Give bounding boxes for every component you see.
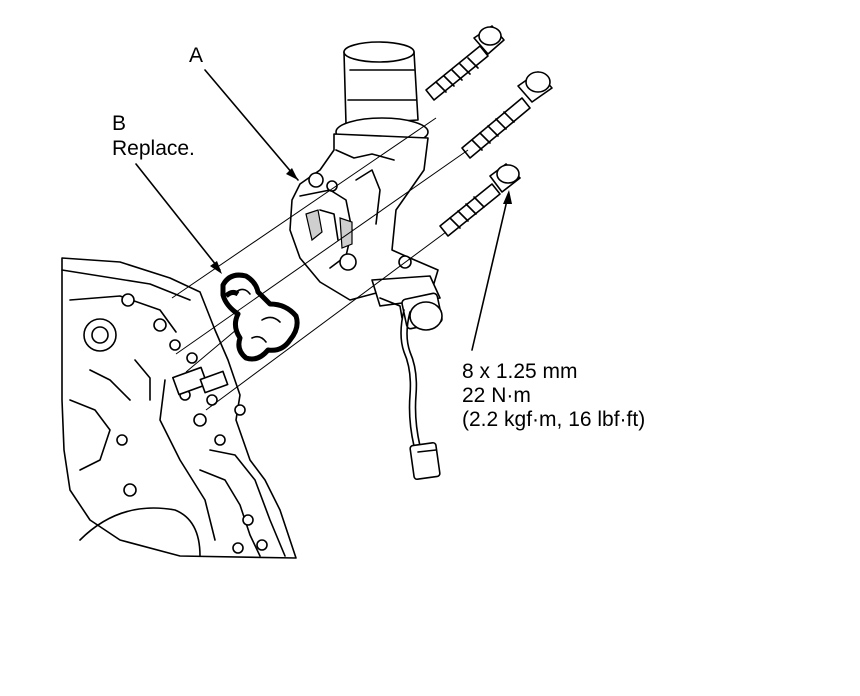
oil-filter-housing-a bbox=[289, 41, 443, 331]
spec-alt: (2.2 kgf·m, 16 lbf·ft) bbox=[462, 408, 646, 431]
bolt-middle bbox=[461, 71, 553, 159]
bolt-bottom bbox=[439, 163, 521, 237]
spec-torque: 22 N·m bbox=[462, 384, 531, 407]
sensor-wire bbox=[400, 309, 441, 481]
label-b-note: Replace. bbox=[112, 137, 195, 160]
label-a: A bbox=[189, 44, 204, 67]
gasket-b bbox=[220, 272, 300, 362]
leader-lines bbox=[135, 69, 512, 351]
spec-size: 8 x 1.25 mm bbox=[462, 360, 578, 383]
engine-block bbox=[61, 257, 297, 559]
label-b: B bbox=[112, 112, 127, 135]
bolt-top bbox=[425, 25, 505, 101]
